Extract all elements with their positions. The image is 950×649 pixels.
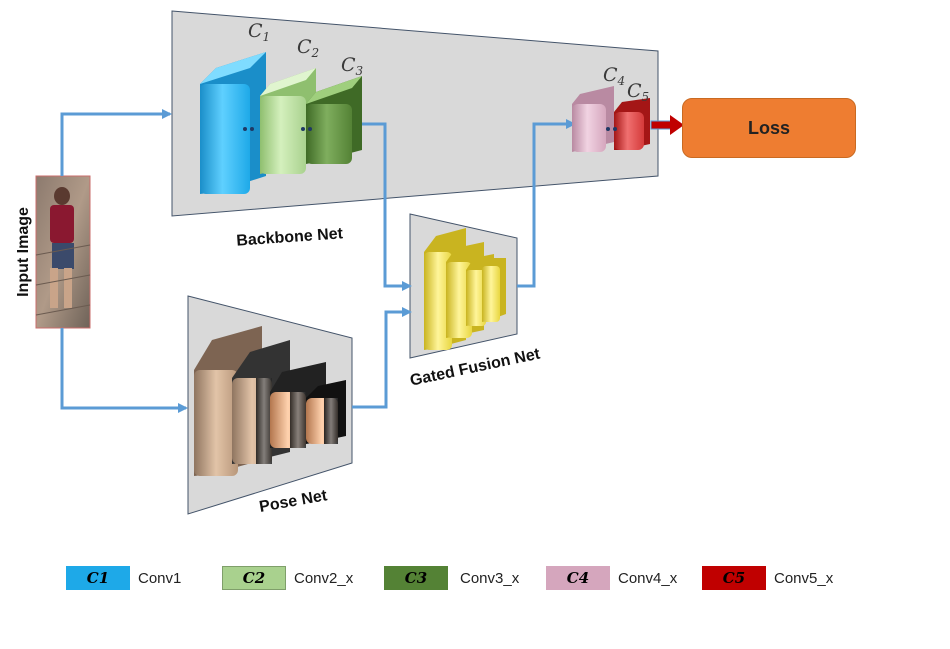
arrow-backbone-to-fusion bbox=[358, 122, 412, 291]
legend-item-c4: C4 Conv4_x bbox=[546, 566, 677, 590]
legend-item-c2: C2 Conv2_x bbox=[222, 566, 353, 590]
legend-item-c1: C1 Conv1 bbox=[66, 566, 181, 590]
label-c4: C4 bbox=[603, 64, 625, 88]
pose-net-label: Pose Net bbox=[258, 487, 329, 516]
legend-swatch-c2: C2 bbox=[222, 566, 286, 590]
block-separator-dots bbox=[243, 127, 617, 131]
block-c5 bbox=[614, 98, 650, 150]
arrow-pose-to-fusion bbox=[352, 307, 412, 409]
backbone-net-label: Backbone Net bbox=[236, 225, 344, 249]
label-c2: C2 bbox=[297, 36, 319, 60]
arrow-input-to-pose bbox=[60, 328, 188, 413]
label-c1: C1 bbox=[248, 20, 270, 44]
legend-swatch-c4: C4 bbox=[546, 566, 610, 590]
label-c3: C3 bbox=[341, 54, 364, 78]
legend-label-c1: Conv1 bbox=[138, 569, 182, 587]
pose-block-4 bbox=[306, 380, 346, 444]
loss-box: Loss bbox=[682, 98, 856, 158]
legend-item-c3: C3 Conv3_x bbox=[384, 566, 519, 590]
connection-arrows bbox=[60, 109, 576, 413]
block-c2 bbox=[260, 68, 316, 174]
legend-label-c2: Conv2_x bbox=[294, 569, 354, 587]
legend-swatch-c1: C1 bbox=[66, 566, 130, 590]
legend-label-c5: Conv5_x bbox=[774, 569, 834, 587]
loss-label: Loss bbox=[747, 117, 790, 138]
label-c5: C5 bbox=[627, 80, 649, 104]
arrow-c5-to-loss bbox=[650, 115, 684, 135]
legend-label-c3: Conv3_x bbox=[460, 569, 520, 587]
arrow-input-to-backbone bbox=[60, 109, 172, 176]
legend-label-c4: Conv4_x bbox=[618, 569, 678, 587]
arrow-fusion-to-c4 bbox=[517, 119, 576, 288]
legend-item-c5: C5 Conv5_x bbox=[702, 566, 833, 590]
fusion-block-4 bbox=[482, 258, 506, 322]
input-image-label: Input Image bbox=[15, 207, 32, 297]
legend-swatch-c3: C3 bbox=[384, 566, 448, 590]
legend: C1 Conv1 C2 Conv2_x C3 Conv3_x C4 Conv4_… bbox=[0, 566, 950, 590]
block-c3 bbox=[306, 76, 362, 164]
block-c4 bbox=[572, 86, 614, 152]
input-image bbox=[35, 175, 91, 329]
block-c1 bbox=[200, 52, 266, 194]
legend-swatch-c5: C5 bbox=[702, 566, 766, 590]
